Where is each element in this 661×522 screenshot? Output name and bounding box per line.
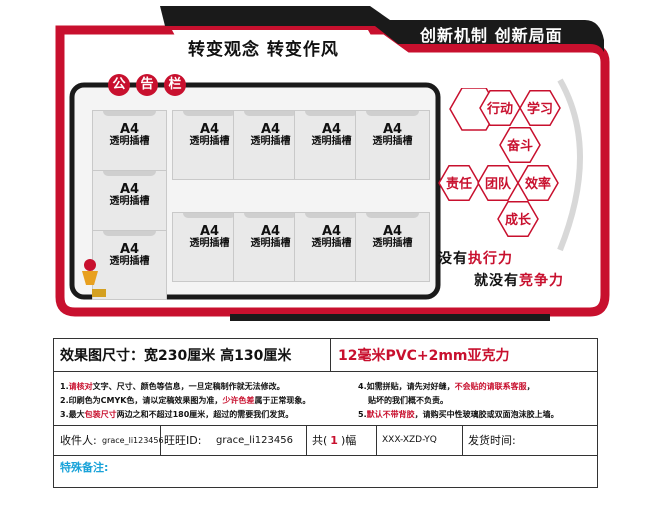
slot-label: 透明插槽 <box>372 136 413 147</box>
ship-time-label: 发货时间: <box>468 434 516 447</box>
slot-size: A4 <box>321 224 342 239</box>
slot-label: 透明插槽 <box>250 238 291 249</box>
order-info-table: 效果图尺寸：宽230厘米 高130厘米 12毫米PVC+2mm亚克力 1.请核对… <box>53 338 598 488</box>
note-item: 4.如需拼贴，请先对好缝，不会贴的请联系客服， <box>358 382 535 391</box>
slot-size: A4 <box>382 224 403 239</box>
order-row: 收件人: grace_li123456 旺旺ID: grace_li123456… <box>54 425 597 456</box>
print-count: 共(1)幅 <box>312 433 357 448</box>
note-item: 1.请核对文字、尺寸、颜色等信息，一旦定稿制作就无法修改。 <box>60 382 285 391</box>
notes-row: 1.请核对文字、尺寸、颜色等信息，一旦定稿制作就无法修改。 2.印刷色为CMYK… <box>54 371 597 426</box>
remarks-label: 特殊备注: <box>60 461 109 474</box>
slot-size: A4 <box>199 224 220 239</box>
note-item: 5.默认不带背胶，请购买中性玻璃胶或双面泡沫胶上墙。 <box>358 410 559 419</box>
notice-title-char: 告 <box>136 74 158 96</box>
hexagon-label: 奋斗 <box>506 138 533 154</box>
slot-label: 透明插槽 <box>189 238 230 249</box>
wangwang-label: 旺旺ID: <box>164 434 202 447</box>
slot-size: A4 <box>382 122 403 137</box>
slot-size: A4 <box>321 122 342 137</box>
slot-label: 透明插槽 <box>109 136 150 147</box>
notice-title-char: 公 <box>108 74 130 96</box>
hexagon-graphic: 行动 学习 奋斗 责任 团队 效率 成长 <box>438 89 561 238</box>
order-code: XXX-XZD-YQ <box>382 435 437 445</box>
motto-highlight: 执行力 <box>468 251 513 267</box>
note-item: 贴坏的我们概不负责。 <box>368 396 448 405</box>
slot-label: 透明插槽 <box>109 256 150 267</box>
slot-size: A4 <box>260 224 281 239</box>
slot-size: A4 <box>119 182 140 197</box>
note-item: 2.印刷色为CMYK色，请以定稿效果图为准，少许色差属于正常现象。 <box>60 396 311 405</box>
receiver-value: grace_li123456 <box>102 435 164 445</box>
remarks-row: 特殊备注: <box>54 455 597 487</box>
receiver-label: 收件人: <box>60 434 97 447</box>
note-item: 3.最大包装尺寸两边之和不超过180厘米，超过的需要我们发货。 <box>60 410 294 419</box>
slogan-right: 创新机制 创新局面 <box>420 26 563 45</box>
motto-highlight: 竞争力 <box>519 273 564 289</box>
material-spec: 12毫米PVC+2mm亚克力 <box>338 348 510 364</box>
slot-label: 透明插槽 <box>311 136 352 147</box>
size-label: 效果图尺寸：宽230厘米 高130厘米 <box>60 348 292 364</box>
slot-size: A4 <box>119 122 140 137</box>
print-count-value: 1 <box>330 433 338 447</box>
slot-size: A4 <box>199 122 220 137</box>
slot-label: 透明插槽 <box>250 136 291 147</box>
slot-label: 透明插槽 <box>372 238 413 249</box>
size-row: 效果图尺寸：宽230厘米 高130厘米 12毫米PVC+2mm亚克力 <box>54 339 597 372</box>
wangwang-value: grace_li123456 <box>216 434 293 446</box>
hexagon-label: 成长 <box>505 212 532 228</box>
slogan-left: 转变观念 转变作风 <box>188 40 339 60</box>
motto-text: 就没有 <box>474 273 519 289</box>
hexagon-label: 团队 <box>485 177 512 192</box>
slot-label: 透明插槽 <box>109 196 150 207</box>
hexagon-label: 责任 <box>446 176 472 192</box>
hexagon-label: 效率 <box>525 176 551 192</box>
mascot-decoration-icon <box>82 259 106 297</box>
motto-text: 没有 <box>438 251 468 267</box>
notice-title-char: 栏 <box>164 74 186 96</box>
slot-label: 透明插槽 <box>189 136 230 147</box>
motto-line-1: 没有执行力 <box>438 248 513 268</box>
slot-size: A4 <box>119 242 140 257</box>
hexagon-label: 学习 <box>527 101 553 117</box>
slot-size: A4 <box>260 122 281 137</box>
slot-label: 透明插槽 <box>311 238 352 249</box>
hexagon-label: 行动 <box>486 101 513 117</box>
motto-line-2: 就没有竞争力 <box>474 270 564 290</box>
